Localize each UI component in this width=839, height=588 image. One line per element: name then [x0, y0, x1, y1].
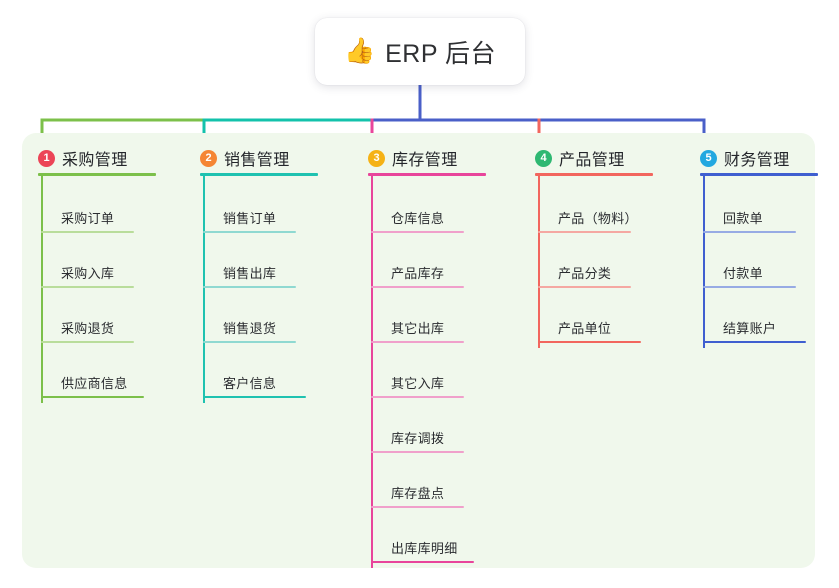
list-item-label: 回款单	[723, 211, 763, 226]
column-badge-5: 5	[700, 149, 717, 167]
list-item[interactable]: 回款单	[703, 183, 839, 238]
column-badge-3: 3	[368, 149, 385, 167]
list-item-rule	[203, 231, 296, 233]
list-item[interactable]: 销售退货	[203, 293, 353, 348]
list-item[interactable]: 产品单位	[538, 293, 688, 348]
column-header-4[interactable]: 4 产品管理	[535, 146, 625, 170]
list-item[interactable]: 产品库存	[371, 238, 521, 293]
list-item-rule	[703, 286, 796, 288]
list-item-label: 其它出库	[391, 321, 445, 336]
column-spine-3	[371, 174, 373, 568]
column-items-3: 仓库信息产品库存其它出库其它入库库存调拨库存盘点出库库明细	[371, 183, 521, 568]
column-header-2[interactable]: 2 销售管理	[200, 146, 290, 170]
list-item-label: 销售订单	[223, 211, 277, 226]
list-item-label: 库存调拨	[391, 431, 445, 446]
list-item[interactable]: 采购订单	[41, 183, 191, 238]
list-item-label: 产品单位	[558, 321, 612, 336]
list-item[interactable]: 其它出库	[371, 293, 521, 348]
list-item-label: 采购退货	[61, 321, 115, 336]
column-title-4: 产品管理	[559, 152, 625, 169]
list-item[interactable]: 付款单	[703, 238, 839, 293]
column-items-2: 销售订单销售出库销售退货客户信息	[203, 183, 353, 403]
column-header-1[interactable]: 1 采购管理	[38, 146, 128, 170]
list-item-label: 供应商信息	[61, 376, 128, 391]
list-item[interactable]: 出库库明细	[371, 513, 521, 568]
list-item[interactable]: 产品分类	[538, 238, 688, 293]
list-item[interactable]: 采购退货	[41, 293, 191, 348]
root-title: ERP 后台	[385, 39, 497, 68]
list-item-rule	[371, 451, 464, 453]
list-item-rule	[41, 231, 134, 233]
list-item-rule	[538, 341, 641, 343]
column-spine-4	[538, 174, 540, 348]
column-items-1: 采购订单采购入库采购退货供应商信息	[41, 183, 191, 403]
column-badge-4: 4	[535, 149, 552, 167]
list-item-label: 销售退货	[223, 321, 277, 336]
column-badge-1: 1	[38, 149, 55, 167]
list-item[interactable]: 客户信息	[203, 348, 353, 403]
list-item-rule	[371, 396, 464, 398]
list-item-rule	[41, 396, 144, 398]
column-rule-5	[700, 173, 818, 176]
column-spine-5	[703, 174, 705, 348]
list-item-label: 出库库明细	[391, 541, 458, 556]
column-title-3: 库存管理	[392, 152, 458, 169]
list-item[interactable]: 销售出库	[203, 238, 353, 293]
list-item-rule	[203, 286, 296, 288]
list-item-rule	[41, 341, 134, 343]
list-item[interactable]: 供应商信息	[41, 348, 191, 403]
list-item-rule	[703, 231, 796, 233]
root-node[interactable]: 👍 ERP 后台	[315, 18, 525, 85]
list-item-rule	[371, 231, 464, 233]
column-badge-2: 2	[200, 149, 217, 167]
list-item-label: 付款单	[723, 266, 763, 281]
list-item-label: 其它入库	[391, 376, 445, 391]
diagram-panel: 1 采购管理采购订单采购入库采购退货供应商信息 2 销售管理销售订单销售出库销售退货客…	[22, 133, 818, 568]
list-item-rule	[41, 286, 134, 288]
list-item-label: 产品（物料）	[558, 211, 638, 226]
list-item-rule	[203, 341, 296, 343]
list-item-label: 产品分类	[558, 266, 612, 281]
list-item-rule	[203, 396, 306, 398]
list-item-label: 采购订单	[61, 211, 115, 226]
list-item-label: 库存盘点	[391, 486, 445, 501]
column-rule-4	[535, 173, 653, 176]
list-item[interactable]: 仓库信息	[371, 183, 521, 238]
column-title-2: 销售管理	[224, 152, 290, 169]
list-item-label: 结算账户	[723, 321, 777, 336]
column-items-4: 产品（物料） 产品分类产品单位	[538, 183, 688, 348]
column-spine-1	[41, 174, 43, 403]
list-item-label: 客户信息	[223, 376, 277, 391]
list-item[interactable]: 库存调拨	[371, 403, 521, 458]
list-item[interactable]: 库存盘点	[371, 458, 521, 513]
column-rule-2	[200, 173, 318, 176]
list-item[interactable]: 采购入库	[41, 238, 191, 293]
list-item[interactable]: 结算账户	[703, 293, 839, 348]
list-item-label: 产品库存	[391, 266, 445, 281]
column-spine-2	[203, 174, 205, 403]
list-item-rule	[538, 231, 631, 233]
column-rule-3	[368, 173, 486, 176]
list-item-rule	[371, 341, 464, 343]
list-item-rule	[371, 506, 464, 508]
list-item-label: 采购入库	[61, 266, 115, 281]
column-header-5[interactable]: 5 财务管理	[700, 146, 790, 170]
column-title-1: 采购管理	[62, 152, 128, 169]
list-item-label: 仓库信息	[391, 211, 445, 226]
list-item[interactable]: 销售订单	[203, 183, 353, 238]
list-item[interactable]: 其它入库	[371, 348, 521, 403]
list-item-label: 销售出库	[223, 266, 277, 281]
list-item-rule	[371, 561, 474, 563]
column-rule-1	[38, 173, 156, 176]
column-header-3[interactable]: 3 库存管理	[368, 146, 458, 170]
column-title-5: 财务管理	[724, 152, 790, 169]
list-item[interactable]: 产品（物料）	[538, 183, 688, 238]
list-item-rule	[703, 341, 806, 343]
list-item-rule	[371, 286, 464, 288]
thumbs-up-icon: 👍	[343, 37, 376, 65]
column-items-5: 回款单付款单结算账户	[703, 183, 839, 348]
list-item-rule	[538, 286, 631, 288]
